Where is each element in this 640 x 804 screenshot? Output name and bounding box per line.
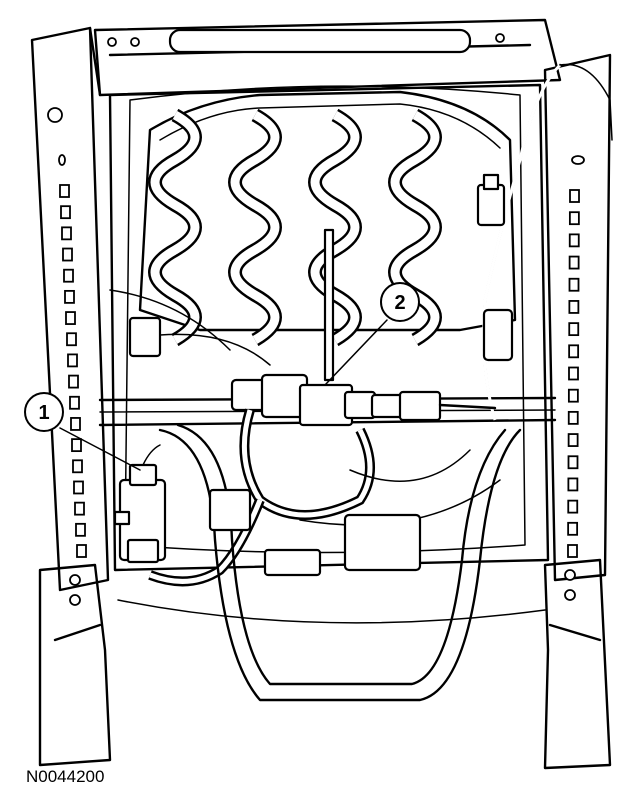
rail-slot (568, 300, 580, 314)
rail-slot (68, 374, 79, 389)
rail-slot (568, 255, 580, 270)
sensor-module (113, 444, 167, 564)
rail-slot (568, 322, 580, 337)
rail-slot (72, 459, 83, 474)
rail-slot (73, 480, 84, 495)
rail-slot (568, 277, 580, 292)
right-mount-bracket (543, 558, 612, 770)
spring-wire (150, 111, 200, 344)
rail-slot (67, 353, 78, 368)
rail-slot (569, 189, 580, 203)
rail-slot (60, 205, 71, 220)
rail-slot (567, 410, 579, 425)
main-harness (148, 408, 501, 587)
lower-connector-bracket (208, 488, 422, 577)
rail-slot (63, 268, 74, 283)
figure-id: N0044200 (26, 767, 104, 786)
rail-slot (567, 499, 579, 514)
rail-slot (64, 289, 75, 304)
right-harness (476, 63, 613, 422)
right-side-rail (543, 53, 612, 582)
callout-1: 1 (24, 392, 141, 471)
left-side-rail (30, 26, 110, 592)
rail-slot (74, 501, 85, 516)
rail-slot (567, 433, 579, 447)
upper-frame (93, 18, 562, 97)
rail-slot (61, 226, 72, 241)
rail-slot (567, 477, 579, 492)
rail-slot (567, 388, 579, 403)
rail-slot (62, 247, 73, 262)
rail-slot (75, 522, 86, 537)
rail-slot (567, 455, 579, 470)
rail-slot (59, 184, 70, 198)
rail-slot (568, 344, 580, 359)
rail-slot (568, 233, 580, 248)
left-mount-bracket (38, 563, 112, 767)
rail-slot (568, 211, 580, 226)
callout-1-label: 1 (38, 402, 49, 424)
rail-slot (70, 417, 81, 431)
left-connector (109, 289, 271, 366)
callout-2-label: 2 (394, 292, 405, 314)
spring-wire (310, 111, 360, 344)
rail-slot (65, 311, 76, 325)
spring-wire (230, 111, 280, 344)
rail-slot (69, 395, 80, 410)
spring-wire (390, 111, 440, 344)
seat-springs (148, 108, 442, 347)
rail-slot (66, 332, 77, 347)
callout-2: 2 (324, 282, 420, 386)
rail-slot (567, 544, 578, 558)
rail-slot (567, 521, 579, 536)
rail-slot (76, 544, 87, 558)
rail-slot (71, 438, 82, 453)
rail-slot (568, 366, 579, 381)
center-connector-assembly (230, 228, 497, 427)
